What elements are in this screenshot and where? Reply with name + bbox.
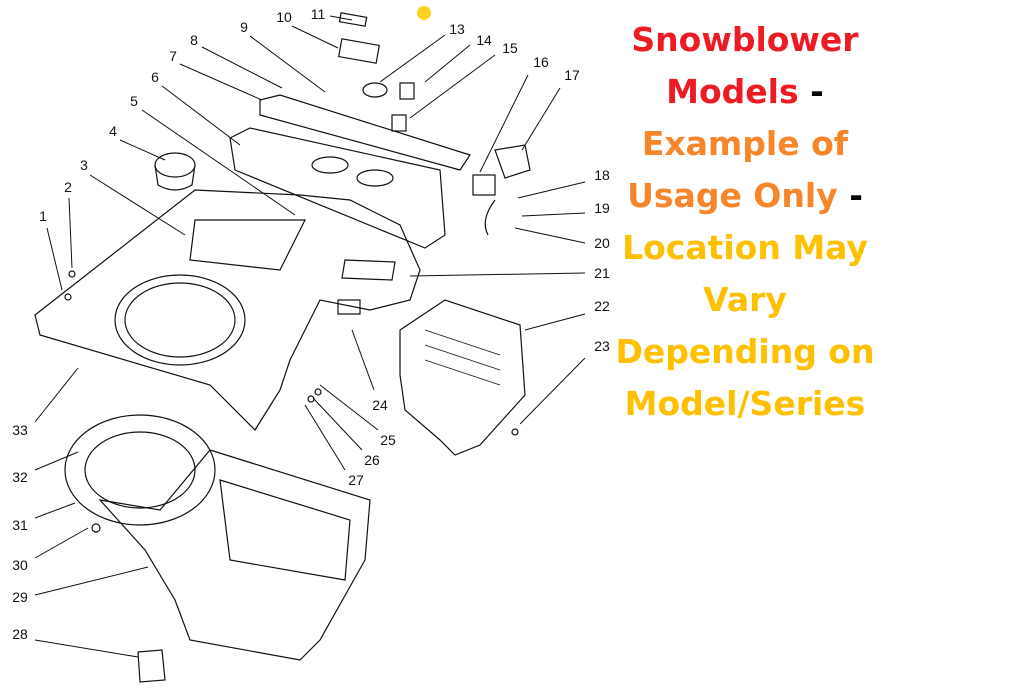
callout-22: 22 <box>594 298 610 314</box>
callout-30: 30 <box>12 557 28 573</box>
note-line-7: Depending on <box>615 332 875 371</box>
upper-housing <box>34 189 421 431</box>
callout-5: 5 <box>130 93 138 109</box>
callout-17: 17 <box>564 67 580 83</box>
callout-14: 14 <box>476 32 492 48</box>
callout-28: 28 <box>12 626 28 642</box>
callout-16: 16 <box>533 54 549 70</box>
callout-11: 11 <box>310 6 326 22</box>
small-parts <box>64 12 531 436</box>
callout-21: 21 <box>594 265 610 281</box>
callout-8: 8 <box>190 32 198 48</box>
note-line-6: Vary <box>703 280 787 319</box>
callout-9: 9 <box>240 19 248 35</box>
note-line-3: Example of <box>641 124 849 163</box>
callout-32: 32 <box>12 469 28 485</box>
callout-3: 3 <box>80 157 88 173</box>
auger-housing <box>64 414 371 683</box>
callout-31: 31 <box>12 517 28 533</box>
callout-23: 23 <box>594 338 610 354</box>
note-line-2: Models <box>666 72 799 111</box>
callout-7: 7 <box>169 48 177 64</box>
leader-lines <box>34 15 586 658</box>
callout-6: 6 <box>151 69 159 85</box>
callout-26: 26 <box>364 452 380 468</box>
callout-2: 2 <box>64 179 72 195</box>
belt-cover <box>399 299 526 456</box>
note-line-5: Location May <box>622 228 868 267</box>
disclaimer-note: Snowblower Models - Example of Usage Onl… <box>600 14 890 430</box>
fuel-cap <box>154 152 196 191</box>
callout-13: 13 <box>449 21 465 37</box>
note-dash-2: - <box>849 176 863 215</box>
note-line-8: Model/Series <box>624 384 866 423</box>
callout-29: 29 <box>12 589 28 605</box>
callout-18: 18 <box>594 167 610 183</box>
note-line-4: Usage Only <box>627 176 838 215</box>
callout-20: 20 <box>594 235 610 251</box>
callout-27: 27 <box>348 472 364 488</box>
callout-4: 4 <box>109 123 117 139</box>
callout-33: 33 <box>12 422 28 438</box>
dash-panel <box>229 94 471 249</box>
callout-19: 19 <box>594 200 610 216</box>
callout-25: 25 <box>380 432 396 448</box>
marker-dot <box>417 6 431 20</box>
callout-10: 10 <box>276 9 292 25</box>
note-dash-1: - <box>810 72 824 111</box>
callout-1: 1 <box>39 208 47 224</box>
callout-24: 24 <box>372 397 388 413</box>
callout-15: 15 <box>502 40 518 56</box>
note-line-1: Snowblower <box>631 20 859 59</box>
